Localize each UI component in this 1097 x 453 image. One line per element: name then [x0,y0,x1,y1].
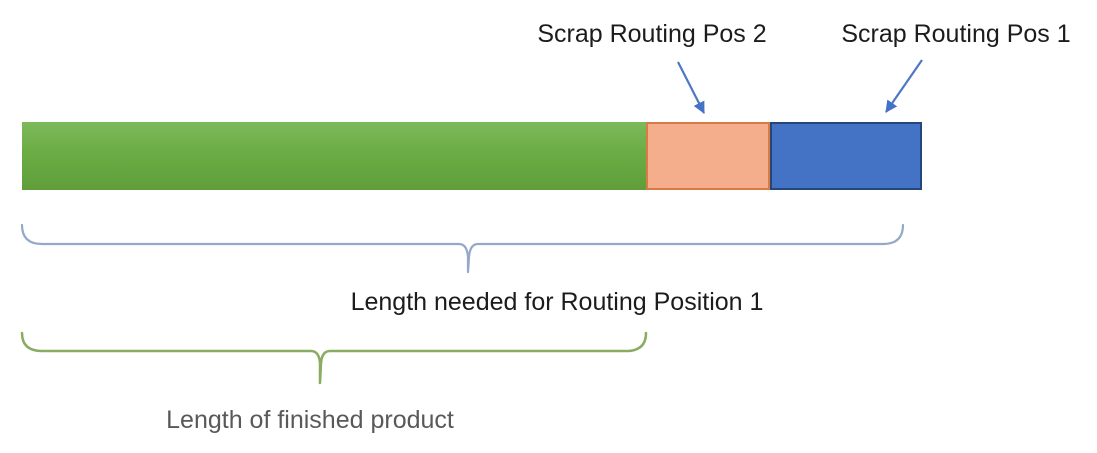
callout-arrow-scrap-pos-2 [677,61,705,114]
finished-product-segment [22,122,646,190]
brace-label-finished-product: Length of finished product [166,406,454,434]
product-length-bar [22,122,922,190]
callout-arrow-scrap-pos-1 [885,59,923,113]
scrap-segment-pos-1 [770,122,922,190]
brace-finished-product [20,331,648,385]
scrap-segment-pos-2 [646,122,770,190]
brace-label-routing-position-1: Length needed for Routing Position 1 [350,288,764,316]
callout-label-scrap-pos-2: Scrap Routing Pos 2 [537,20,767,48]
brace-routing-position-1 [20,223,905,274]
callout-label-scrap-pos-1: Scrap Routing Pos 1 [841,20,1071,48]
